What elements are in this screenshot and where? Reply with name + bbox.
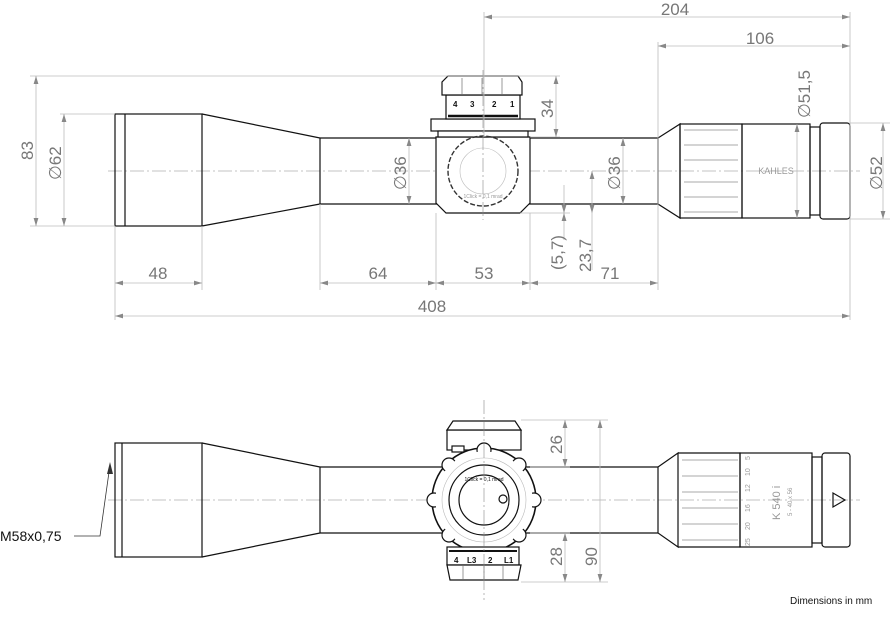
dim-diameter-52: ∅52 [867, 156, 886, 190]
dim-34: 34 [538, 99, 557, 118]
zoom-number: 25 [745, 538, 752, 546]
triangle-marker-icon [832, 491, 847, 509]
dim-71: 71 [601, 264, 620, 283]
dim-28: 28 [547, 547, 566, 566]
dim-diameter-62: ∅62 [46, 146, 65, 180]
dial-number: 4 [454, 556, 459, 565]
zoom-scale: 5 10 12 16 20 25 [745, 456, 752, 546]
dim-53: 53 [475, 264, 494, 283]
top-view: 4 3 2 1 1Click = 0,1 mrad KAHLES 204 [18, 0, 890, 320]
dial-number: 2 [492, 100, 497, 109]
dial-number: L3 [467, 556, 477, 565]
dim-90: 90 [582, 547, 601, 566]
dim-diameter-36-right: ∅36 [605, 156, 624, 190]
dim-83: 83 [18, 141, 37, 160]
eyepiece: 5 10 12 16 20 25 K 540 i 5 - 40 x 56 [657, 451, 851, 549]
dim-48: 48 [149, 264, 168, 283]
magnification-text: 5 - 40 x 56 [788, 487, 794, 516]
zoom-number: 12 [745, 484, 752, 492]
dim-diameter-51-5: ∅51,5 [795, 70, 814, 118]
objective-bell [114, 442, 321, 558]
dial-number: 1 [510, 100, 515, 109]
dim-23-7: 23,7 [576, 239, 595, 272]
brand-text: KAHLES [758, 166, 794, 176]
dim-5-7: (5,7) [548, 235, 567, 270]
dim-106: 106 [746, 29, 774, 48]
zoom-number: 10 [745, 468, 752, 476]
bottom-dimensions: 26 28 90 M58x0,75 [0, 419, 608, 583]
dim-408: 408 [418, 297, 446, 316]
dial-number: L1 [504, 556, 514, 565]
bottom-view: 1Click = 0,1 mrad 4 L3 2 L1 5 10 12 16 2… [0, 400, 860, 600]
model-text: K 540 i [771, 486, 783, 520]
thread-label: M58x0,75 [0, 528, 62, 544]
elevation-turret: 4 3 2 1 1Click = 0,1 mrad [430, 70, 536, 220]
zoom-number: 20 [745, 522, 752, 530]
zoom-number: 16 [745, 504, 752, 512]
dim-diameter-36-left: ∅36 [391, 156, 410, 190]
units-note: Dimensions in mm [790, 596, 872, 607]
dim-26: 26 [547, 435, 566, 454]
objective-bell [114, 113, 321, 227]
windage-turret: 1Click = 0,1 mrad 4 L3 2 L1 [426, 400, 542, 600]
zoom-number: 5 [745, 456, 752, 460]
dial-number: 3 [470, 100, 475, 109]
dim-204: 204 [661, 0, 689, 19]
dial-number: 4 [453, 100, 458, 109]
thread-leader-line [74, 464, 111, 537]
top-dimensions: 204 106 83 ∅62 34 ∅36 ∅36 ∅51,5 ∅52 [18, 0, 890, 320]
dial-number: 2 [488, 556, 493, 565]
dim-64: 64 [369, 264, 388, 283]
